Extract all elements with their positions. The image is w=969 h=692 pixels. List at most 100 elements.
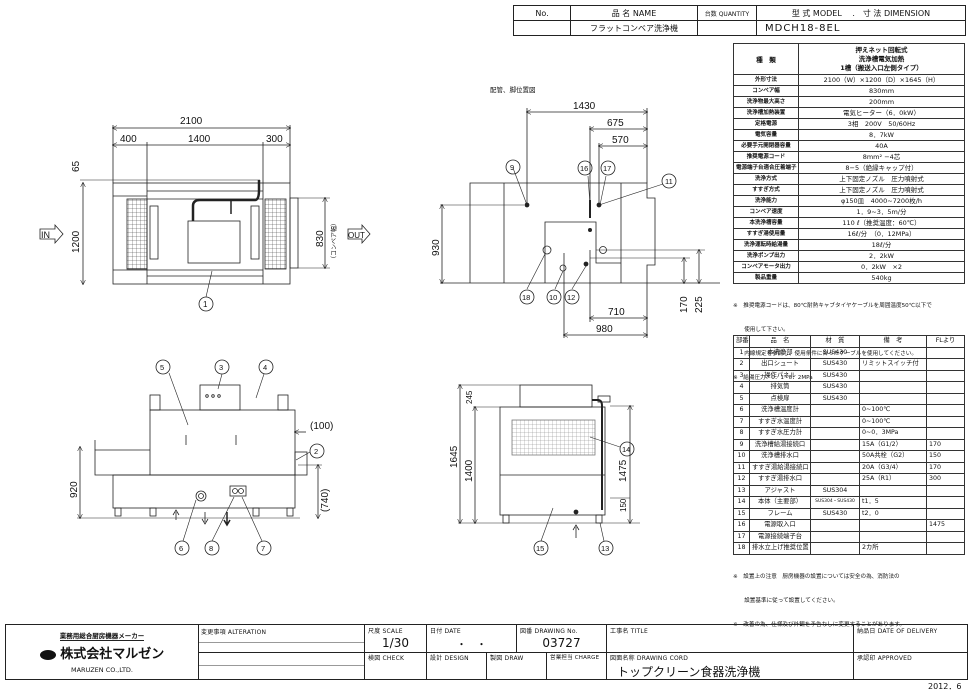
spec-value: φ150皿 4000~7200枚/h	[840, 197, 923, 205]
dim-225: 225	[694, 296, 705, 313]
part-no: 15	[737, 509, 746, 517]
maker-tagline: 業務用総合厨房機器メーカー	[59, 632, 145, 641]
spec-value: 2．2kW	[869, 252, 894, 260]
part-remarks: 2カ所	[862, 544, 879, 551]
part-name: すすぎ湯給湯接続口	[752, 463, 809, 471]
dim-150: 150	[619, 498, 628, 512]
part-name: すすぎ湯排水口	[757, 475, 803, 482]
part-name: 洗浄槽温度計	[761, 406, 799, 413]
front-view	[77, 359, 325, 556]
company-logo-block: 業務用総合厨房機器メーカー 株式会社マルゼン MARUZEN CO.,LTD.	[6, 625, 198, 679]
part-height-from-floor: 150	[929, 452, 942, 459]
balloon-label: 11	[665, 177, 673, 186]
part-height-from-floor: 170	[929, 463, 942, 471]
spec-value: 0．2kW ×2	[860, 263, 903, 271]
part-name: 本洗浄部	[767, 348, 793, 356]
part-no: 6	[739, 406, 744, 413]
spec-value: 上下固定ノズル 圧力噴射式	[839, 175, 924, 183]
part-remarks: リミットスイッチ付	[862, 360, 919, 367]
part-no: 10	[737, 452, 746, 459]
part-no: 1	[739, 348, 744, 356]
date-cell: 日付 DATE ・ ・	[426, 625, 516, 652]
part-no: 7	[739, 417, 744, 425]
part-name: フレーム	[767, 509, 793, 517]
spec-type-line: 押えネット回転式	[855, 45, 908, 54]
header-table: No. 品 名 NAME 台数 QUANTITY 型 式 MODEL . 寸 法…	[513, 5, 966, 36]
dim-1400-side: 1400	[464, 459, 475, 482]
alteration-cell: 変更事項 ALTERATION	[198, 625, 364, 679]
company-en: MARUZEN CO.,LTD.	[71, 666, 133, 674]
spec-key: 洗浄物最大高さ	[746, 99, 786, 105]
spec-key: すすぎ湯使用量	[746, 231, 786, 237]
spec-value: 110 ℓ（推奨温度：60℃）	[842, 219, 921, 227]
balloon-label: 6	[179, 544, 183, 553]
balloon-label: 15	[536, 544, 544, 553]
spec-key: 洗浄能力	[754, 198, 777, 204]
balloon-label: 13	[601, 544, 609, 553]
balloon-label: 12	[567, 293, 575, 302]
balloon-label: 4	[263, 363, 267, 372]
drawing-name-value: トップクリーン食器洗浄機	[617, 665, 761, 679]
spec-key: 洗浄方式	[754, 176, 777, 182]
spec-value: 8−5（絶縁キャップ付）	[845, 164, 918, 172]
side-view	[458, 385, 640, 556]
spec-type-line: 1槽（搬送入口左側タイプ）	[840, 63, 923, 72]
spec-value: 16ℓ/分 （0．12MPa）	[847, 230, 916, 238]
part-no: 13	[737, 486, 746, 494]
spec-key: 製品重量	[754, 275, 777, 281]
balloon-label: 14	[622, 445, 630, 454]
part-remarks: 20A（G3/4）	[862, 463, 902, 471]
dim-920: 920	[69, 481, 80, 498]
drawing-no-cell: 図番 DRAWING No. 03727	[516, 625, 606, 652]
dim-980: 980	[596, 324, 613, 335]
drawing-no-value: 03727	[542, 636, 581, 650]
spec-value: 2100（W）×1200（D）×1645（H）	[823, 76, 940, 84]
piping-plan	[440, 108, 720, 338]
parts-header: 品 名	[770, 337, 790, 344]
scale-cell: 尺度 SCALE 1/30	[364, 625, 426, 652]
balloon-label: 10	[549, 293, 557, 302]
part-no: 5	[739, 394, 744, 402]
footer-date: 2012．6	[928, 682, 962, 691]
spec-type-label: 種 類	[733, 43, 799, 75]
part-no: 16	[737, 521, 746, 528]
spec-type-line: 洗浄槽電気加熱	[858, 54, 905, 63]
balloon-label: 8	[209, 544, 213, 553]
name-value: フラットコンベア洗浄機	[570, 20, 698, 36]
spec-key: 洗浄ポンプ出力	[746, 253, 786, 259]
part-material: SUS430	[822, 360, 848, 367]
part-name: 排気筒	[770, 383, 790, 390]
parts-header: FLより	[935, 337, 956, 344]
spec-value: 200mm	[868, 98, 895, 106]
spec-table: 種 類 押えネット回転式 洗浄槽電気加熱 1槽（搬送入口左側タイプ） 外形寸法 2…	[733, 43, 965, 284]
part-no: 11	[737, 463, 746, 471]
dim-1200: 1200	[71, 230, 82, 253]
conveyor-width-label: （コンベア幅）	[330, 220, 338, 262]
spec-key: コンベア幅	[752, 88, 780, 94]
dim-1475: 1475	[618, 459, 629, 482]
parts-header: 部番	[736, 337, 749, 344]
dim-675: 675	[607, 118, 624, 129]
drawing-name-cell: 図面名称 DRAWING CORD トップクリーン食器洗浄機	[606, 652, 853, 679]
part-name: 電源接続端子台	[757, 532, 803, 540]
spec-key: 外形寸法	[754, 77, 777, 83]
part-no: 8	[739, 429, 744, 436]
in-label: IN	[41, 230, 50, 240]
dim-740: (740)	[320, 489, 331, 512]
spec-value: 540kg	[871, 274, 892, 282]
spec-key: 洗浄運転時給湯量	[743, 242, 788, 248]
balloon-label: 17	[603, 164, 611, 173]
part-remarks: 25A（R1）	[862, 475, 896, 482]
part-name: 洗浄槽排水口	[761, 452, 799, 459]
part-name: すすぎ水温度計	[757, 417, 803, 425]
part-name: 電源取入口	[764, 521, 796, 528]
balloon-label: 5	[160, 363, 164, 372]
